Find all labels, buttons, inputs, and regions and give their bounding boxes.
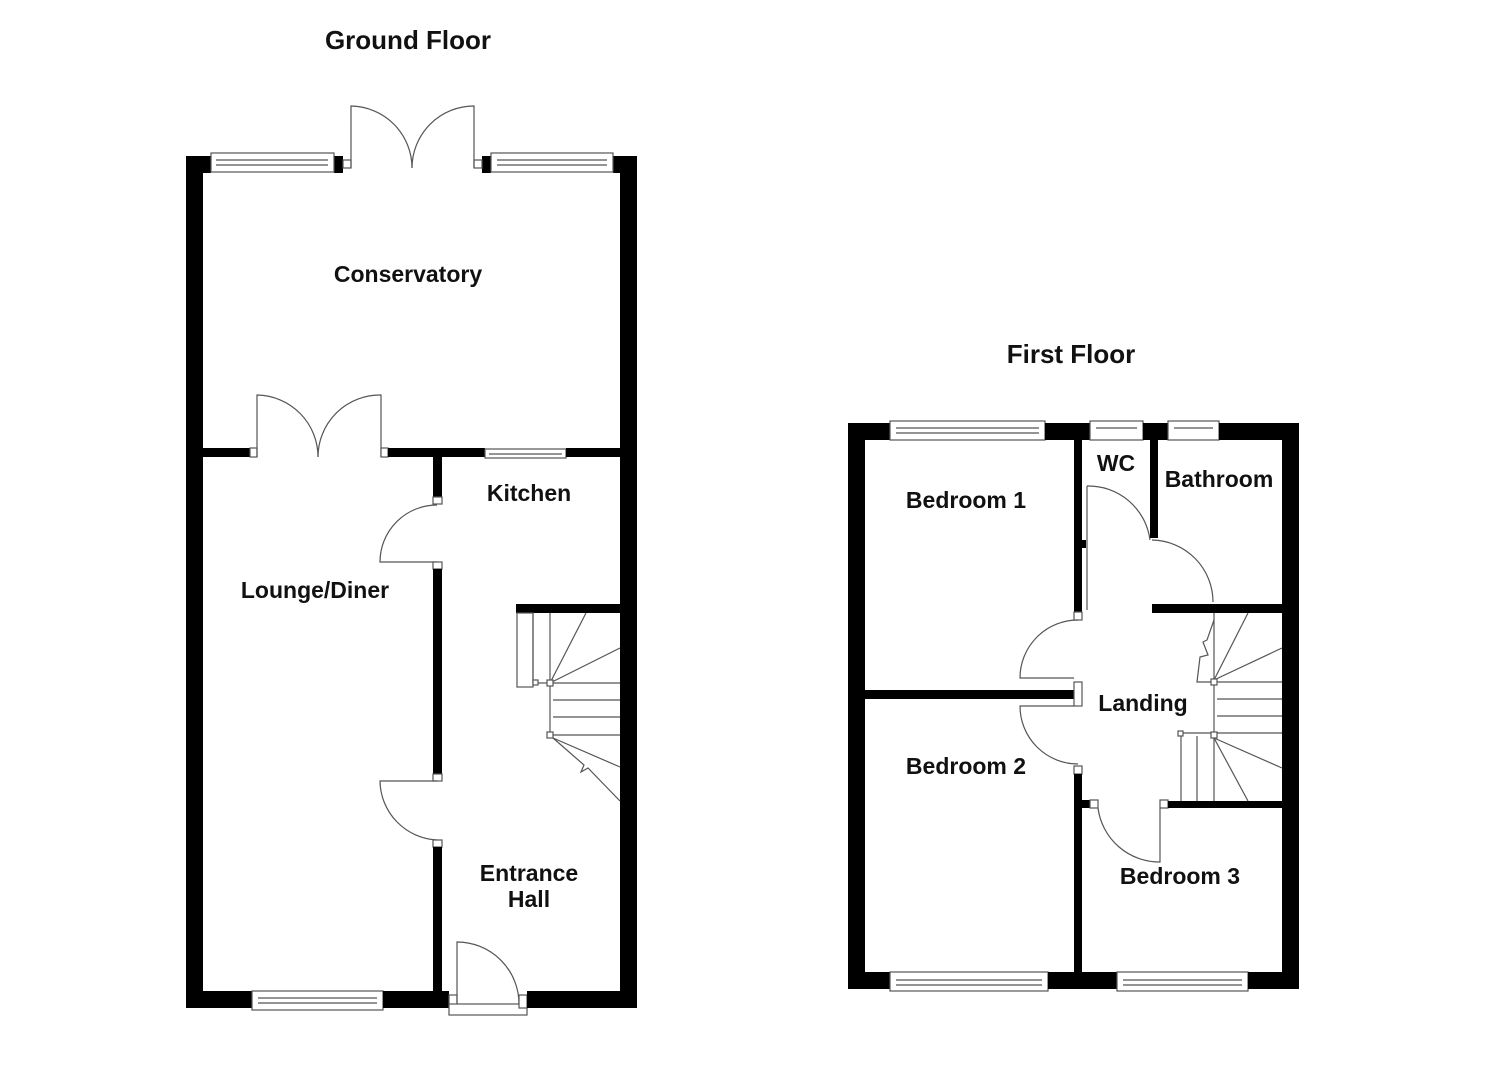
- room-label-landing: Landing: [1098, 690, 1188, 716]
- room-label-lounge-diner: Lounge/Diner: [240, 577, 390, 603]
- room-label-entrance-hall: Entrance Hall: [479, 860, 579, 912]
- room-label-bedroom-1: Bedroom 1: [905, 487, 1027, 513]
- room-label-bathroom: Bathroom: [1164, 466, 1274, 492]
- ground-floor-title: Ground Floor: [324, 25, 492, 55]
- room-label-bedroom-2: Bedroom 2: [905, 753, 1027, 779]
- room-label-kitchen: Kitchen: [486, 480, 572, 506]
- first-floor-plan: [848, 420, 1299, 992]
- ground-floor-plan: [186, 105, 637, 1016]
- room-label-bedroom-3: Bedroom 3: [1119, 863, 1241, 889]
- room-label-conservatory: Conservatory: [333, 261, 483, 287]
- room-label-wc: WC: [1096, 450, 1136, 476]
- first-floor-title: First Floor: [1006, 339, 1136, 369]
